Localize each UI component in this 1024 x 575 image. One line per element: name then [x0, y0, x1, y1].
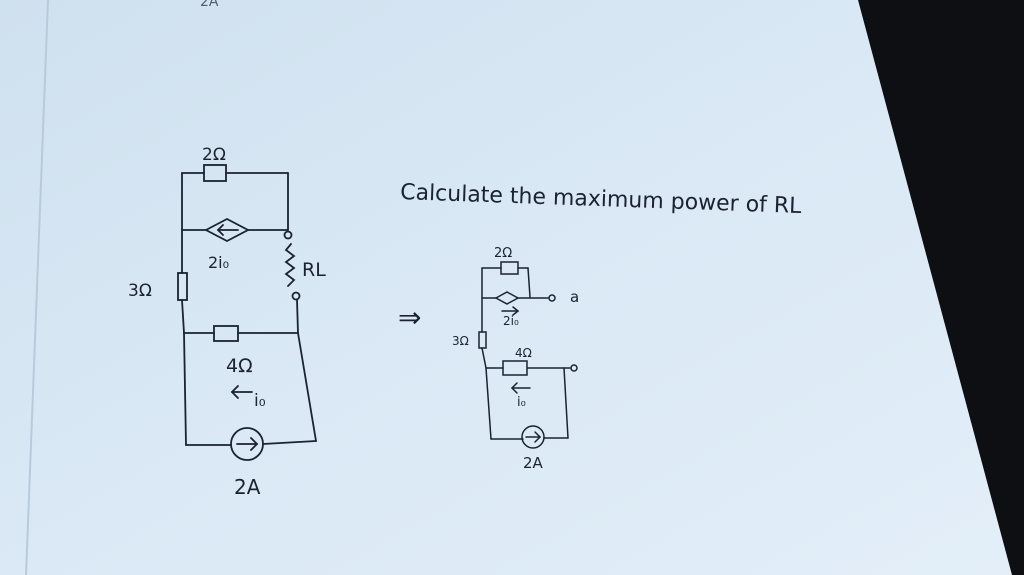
- label-r-left: 3Ω: [128, 281, 152, 301]
- top-scribble: 2A: [200, 0, 219, 10]
- thev-label-terminal-a: a: [570, 288, 579, 306]
- wire: [296, 299, 299, 334]
- thev-label-current-i0: i₀: [517, 395, 526, 410]
- wire: [297, 332, 317, 442]
- current-source-circle: [521, 425, 545, 449]
- current-source-arrowhead: [534, 431, 542, 443]
- arrow-head: [216, 224, 224, 236]
- label-r-mid: 4Ω: [226, 355, 253, 377]
- wire: [527, 267, 531, 298]
- terminal-top: [283, 230, 293, 240]
- wire: [262, 440, 317, 445]
- terminal-b: [570, 364, 578, 372]
- implication-arrow: ⇒: [398, 301, 421, 334]
- thev-label-current-source: 2A: [523, 454, 544, 472]
- arrow-2i0-head: [512, 306, 520, 316]
- terminal-a: [548, 294, 556, 302]
- thevenin-circuit: [478, 261, 578, 449]
- terminal-bottom: [291, 291, 301, 301]
- thev-label-r-left: 3Ω: [452, 334, 469, 348]
- resistor-rl-zigzag: [284, 243, 296, 287]
- label-current-source: 2A: [234, 475, 261, 499]
- label-r-load: RL: [302, 259, 326, 281]
- thev-label-dependent-source: 2i₀: [503, 314, 519, 328]
- thev-label-r-mid: 4Ω: [515, 346, 532, 360]
- thev-label-r-top: 2Ω: [494, 246, 512, 261]
- wire: [181, 299, 185, 334]
- original-circuit: [177, 164, 317, 461]
- paper-margin-line: [25, 0, 49, 575]
- current-arrow-i0-head: [510, 382, 518, 394]
- label-current-i0: i₀: [254, 391, 266, 411]
- wire: [485, 367, 492, 440]
- wire: [481, 347, 487, 369]
- label-dependent-source: 2i₀: [208, 253, 229, 272]
- wire: [183, 332, 187, 446]
- current-arrow-i0-head: [230, 385, 239, 399]
- wire: [563, 367, 569, 439]
- label-r-top: 2Ω: [202, 145, 226, 165]
- current-source-arrowhead: [250, 437, 259, 451]
